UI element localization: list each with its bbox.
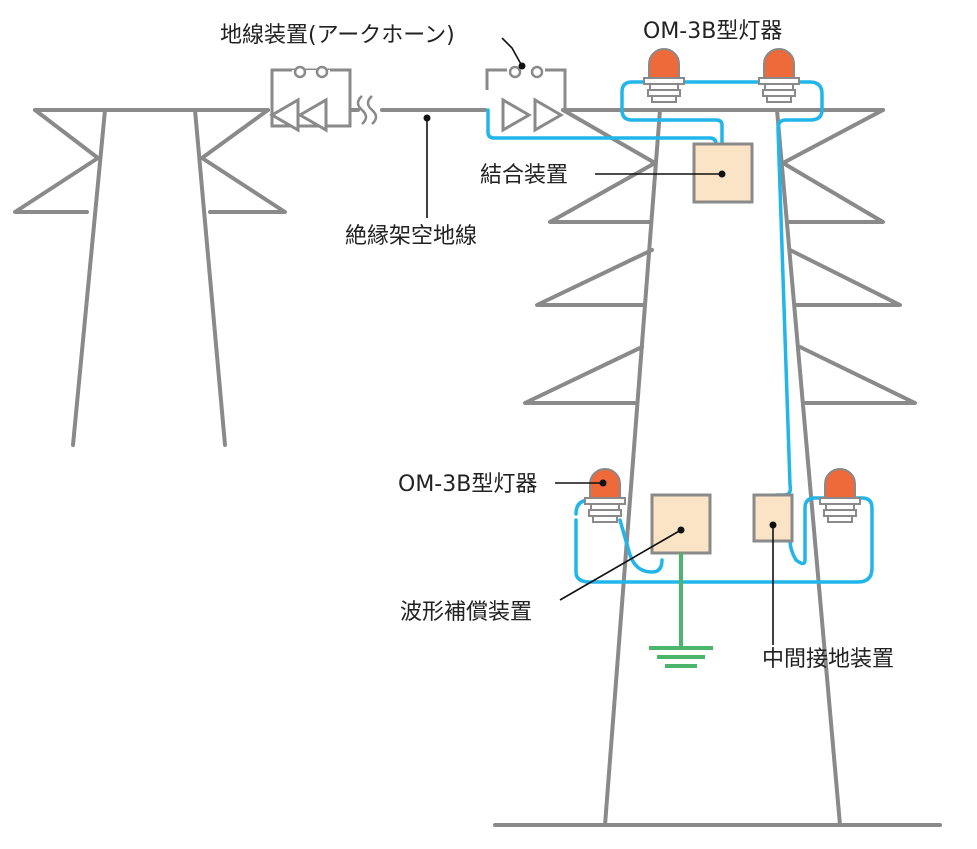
insulated-ground-wire-label: 絶縁架空地線 <box>345 224 477 249</box>
intermediate-grounding-label: 中間接地装置 <box>762 647 894 672</box>
aviation-lamp-icon <box>758 48 800 103</box>
coupling-device-label: 結合装置 <box>480 163 568 188</box>
aviation-lamp-icon <box>819 468 861 523</box>
aviation-lamp-icon <box>584 468 626 523</box>
lamp-left-label: OM-3B型灯器 <box>398 472 537 497</box>
ground-symbol-icon <box>649 553 713 668</box>
arc-horn-icon <box>485 65 567 133</box>
arc-horn-icon <box>268 65 352 133</box>
leader-lines <box>423 37 777 645</box>
aviation-lamp-icon <box>643 48 685 103</box>
wave-compensation-box <box>650 493 712 555</box>
right-tower <box>493 108 942 827</box>
signal-cables <box>486 80 874 584</box>
arc-horn-label: 地線装置(アークホーン) <box>220 23 455 48</box>
lamp-top-label: OM-3B型灯器 <box>643 19 782 44</box>
left-tower <box>13 108 287 447</box>
wave-compensation-label: 波形補償装置 <box>400 600 532 625</box>
